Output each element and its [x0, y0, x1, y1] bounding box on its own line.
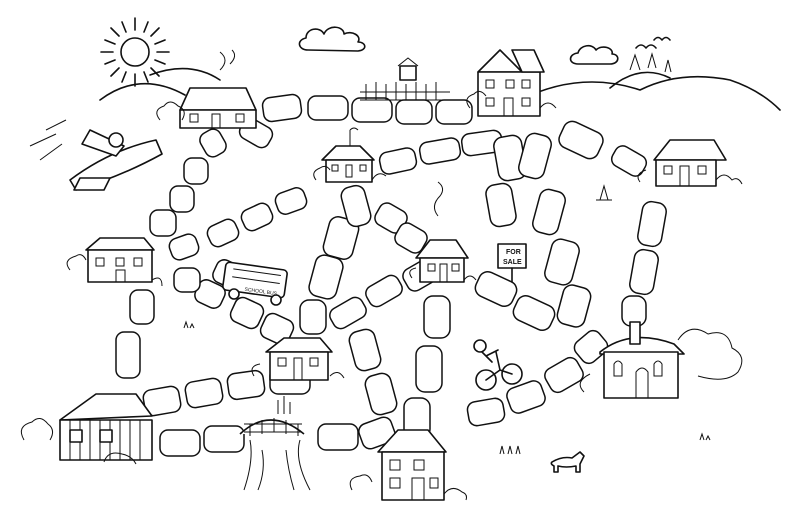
sign-line-1: FOR: [506, 249, 521, 256]
house-icon: [313, 145, 387, 183]
house-icon: [409, 181, 477, 283]
bird-icon: [635, 36, 671, 49]
sun-icon: [100, 17, 170, 87]
house-icon: [579, 321, 743, 399]
house-icon: [349, 429, 467, 501]
cloud-icon: [569, 44, 619, 65]
cyclist-icon: [473, 339, 523, 391]
house-icon: [251, 337, 345, 381]
bus-lettering: SCHOOL BUS: [244, 287, 278, 298]
hills: [99, 52, 781, 111]
cloud-icon: [298, 26, 366, 52]
house-icon: [20, 393, 153, 465]
bridge-icon: [239, 396, 311, 491]
sign-line-2: SALE: [503, 259, 522, 266]
house-icon: [466, 49, 557, 117]
house-icon: [637, 139, 743, 187]
stone-path: [115, 93, 667, 457]
house-icon: [66, 237, 163, 287]
airplane-icon: [29, 119, 163, 191]
grass-tufts: [183, 127, 711, 455]
house-icon: [360, 57, 450, 101]
horse-icon: [550, 451, 585, 473]
house-icon: [156, 49, 257, 129]
for-sale-sign-icon: FOR SALE: [497, 243, 527, 283]
school-bus-icon: SCHOOL BUS: [222, 261, 288, 306]
